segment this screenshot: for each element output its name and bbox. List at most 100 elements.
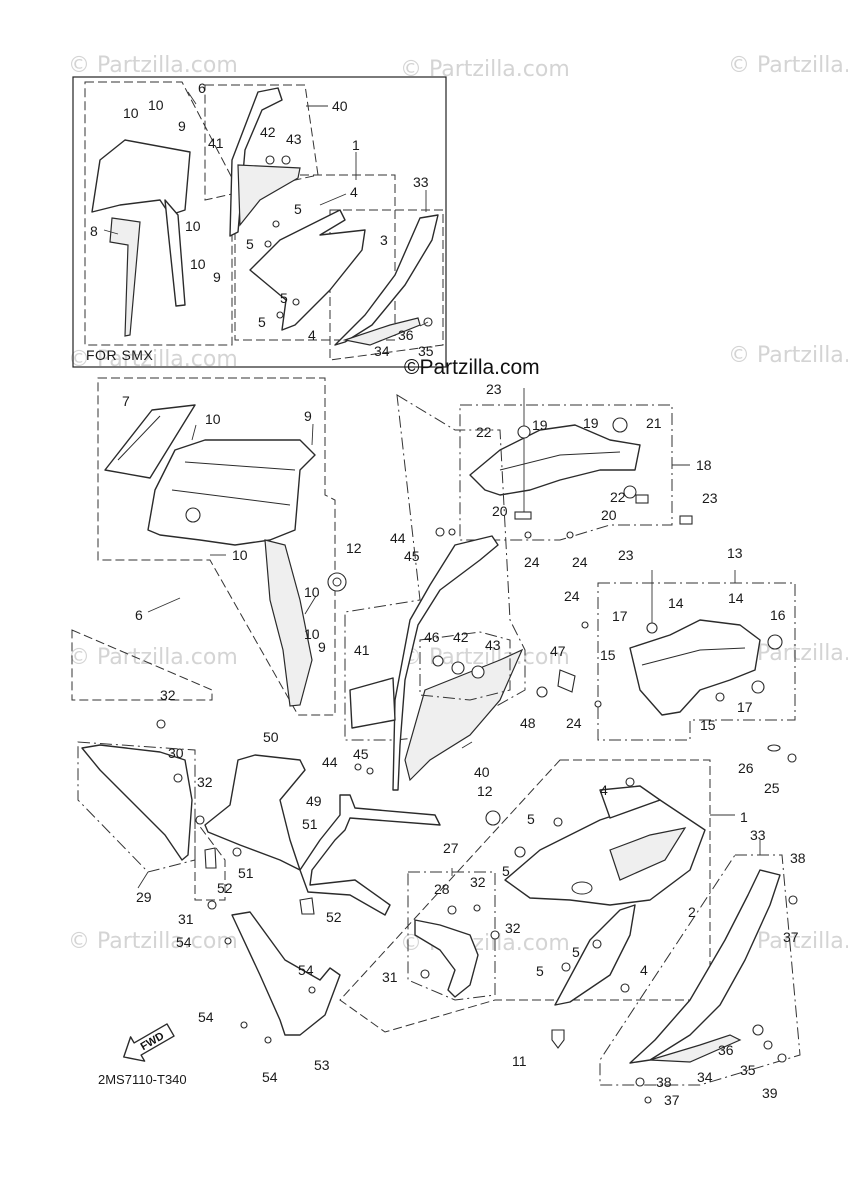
lower-middle-group (339, 759, 711, 1049)
part-callout: 35 (740, 1062, 756, 1078)
part-callout: 25 (764, 780, 780, 796)
part-callout: 28 (434, 881, 450, 897)
diagram-code: 2MS7110-T340 (98, 1072, 187, 1087)
inset-for-smx: FOR SMX (72, 76, 447, 368)
part-callout: 6 (135, 607, 143, 623)
part-callout: 36 (718, 1042, 734, 1058)
part-callout: 27 (443, 840, 459, 856)
part-callout: 51 (302, 816, 318, 832)
watermark: © Partzilla.com (728, 343, 848, 368)
watermark: © Partzilla.com (68, 347, 238, 372)
bracket-18 (469, 424, 641, 496)
watermark-layer: © Partzilla.com © Partzilla.com © Partzi… (68, 53, 848, 956)
part-callout: 32 (470, 874, 486, 890)
part-callout: 10 (185, 218, 201, 234)
inset-label: FOR SMX (86, 347, 153, 363)
part-callout: 37 (783, 929, 799, 945)
inset-frame (72, 76, 447, 368)
part-callout: 33 (750, 827, 766, 843)
part-callout: 51 (238, 865, 254, 881)
part-callout: 31 (382, 969, 398, 985)
part-callout: 5 (527, 811, 535, 827)
part-callout: 24 (566, 715, 582, 731)
side-cowl-2 (504, 799, 706, 906)
part-callout: 13 (727, 545, 743, 561)
part-callout: 41 (354, 642, 370, 658)
lower-middle-callouts: 27 28 32 32 31 11 (382, 840, 527, 1069)
part-callout: 38 (656, 1074, 672, 1090)
inner-panel-40-group (344, 394, 576, 826)
side-cover-29 (81, 744, 193, 861)
part-callout: 17 (612, 608, 628, 624)
part-callout: 32 (160, 687, 176, 703)
upper-left-fairing-group (71, 377, 347, 716)
part-callout: 50 (263, 729, 279, 745)
part-callout: 11 (512, 1053, 527, 1069)
part-callout: 46 (424, 629, 440, 645)
bracket-13-group (581, 570, 797, 763)
part-callout: 37 (664, 1092, 680, 1108)
part-callout: 12 (346, 540, 362, 556)
part-callout: 4 (350, 184, 358, 200)
bracket-13 (629, 619, 761, 716)
part-callout: 24 (524, 554, 540, 570)
side-cowl-group (504, 777, 801, 1104)
part-callout: 8 (90, 223, 98, 239)
part-callout: 42 (453, 629, 469, 645)
part-callout: 45 (404, 548, 420, 564)
part-callout: 24 (564, 588, 580, 604)
part-callout: 1 (740, 809, 748, 825)
part-callout: 52 (217, 880, 233, 896)
part-callout: 18 (696, 457, 712, 473)
part-callout: 5 (246, 236, 254, 252)
part-callout: 4 (308, 327, 316, 343)
part-callout: 33 (413, 174, 429, 190)
part-callout: 21 (646, 415, 662, 431)
part-callout: 12 (477, 783, 493, 799)
part-callout: 4 (640, 962, 648, 978)
bracket-18-callouts: 23 19 19 21 22 18 22 20 20 23 24 24 (476, 381, 718, 570)
part-callout: 44 (390, 530, 406, 546)
bracket-13-callouts: 13 23 24 17 14 14 16 15 17 15 24 26 25 (564, 545, 786, 796)
part-callout: 49 (306, 793, 322, 809)
part-callout: 9 (178, 118, 186, 134)
side-cowl-callouts: 1 4 5 5 2 33 38 37 5 5 4 36 35 39 34 38 … (502, 782, 806, 1108)
part-callout: 22 (610, 489, 626, 505)
bracket-18-group (459, 388, 693, 541)
grommet-12 (327, 572, 347, 592)
part-callout: 43 (286, 131, 302, 147)
part-callout: 39 (762, 1085, 778, 1101)
inner-panel-40 (392, 535, 499, 791)
part-callout: 44 (322, 754, 338, 770)
part-callout: 14 (728, 590, 744, 606)
inset-callouts: 6 10 10 9 40 41 42 43 1 4 33 5 5 3 8 10 … (90, 80, 434, 359)
part-callout: 9 (318, 639, 326, 655)
brand-watermark: ©Partzilla.com (404, 356, 540, 379)
part-callout: 1 (352, 137, 360, 153)
inner-panel-40-callouts: 44 45 41 46 42 43 47 48 40 44 45 12 (322, 530, 566, 799)
part-callout: 10 (205, 411, 221, 427)
part-callout: 32 (505, 920, 521, 936)
part-callout: 23 (702, 490, 718, 506)
part-callout: 10 (148, 97, 164, 113)
watermark: © Partzilla.com (68, 53, 238, 78)
watermark: © Partzilla.com (400, 57, 570, 82)
part-callout: 23 (618, 547, 634, 563)
fwd-arrow-icon (123, 1023, 175, 1062)
part-callout: 16 (770, 607, 786, 623)
part-callout: 52 (326, 909, 342, 925)
lower-left-group (77, 719, 441, 1044)
part-callout: 10 (232, 547, 248, 563)
part-callout: 20 (492, 503, 508, 519)
part-callout: 34 (374, 343, 390, 359)
part-callout: 36 (398, 327, 414, 343)
part-callout: 5 (572, 944, 580, 960)
lower-left-callouts: 32 30 32 50 29 52 51 51 31 49 52 54 54 5… (136, 687, 342, 1085)
lower-cowl-panel (554, 904, 636, 1006)
part-callout: 22 (476, 424, 492, 440)
part-callout: 45 (353, 746, 369, 762)
part-callout: 15 (700, 717, 716, 733)
part-callout: 40 (332, 98, 348, 114)
